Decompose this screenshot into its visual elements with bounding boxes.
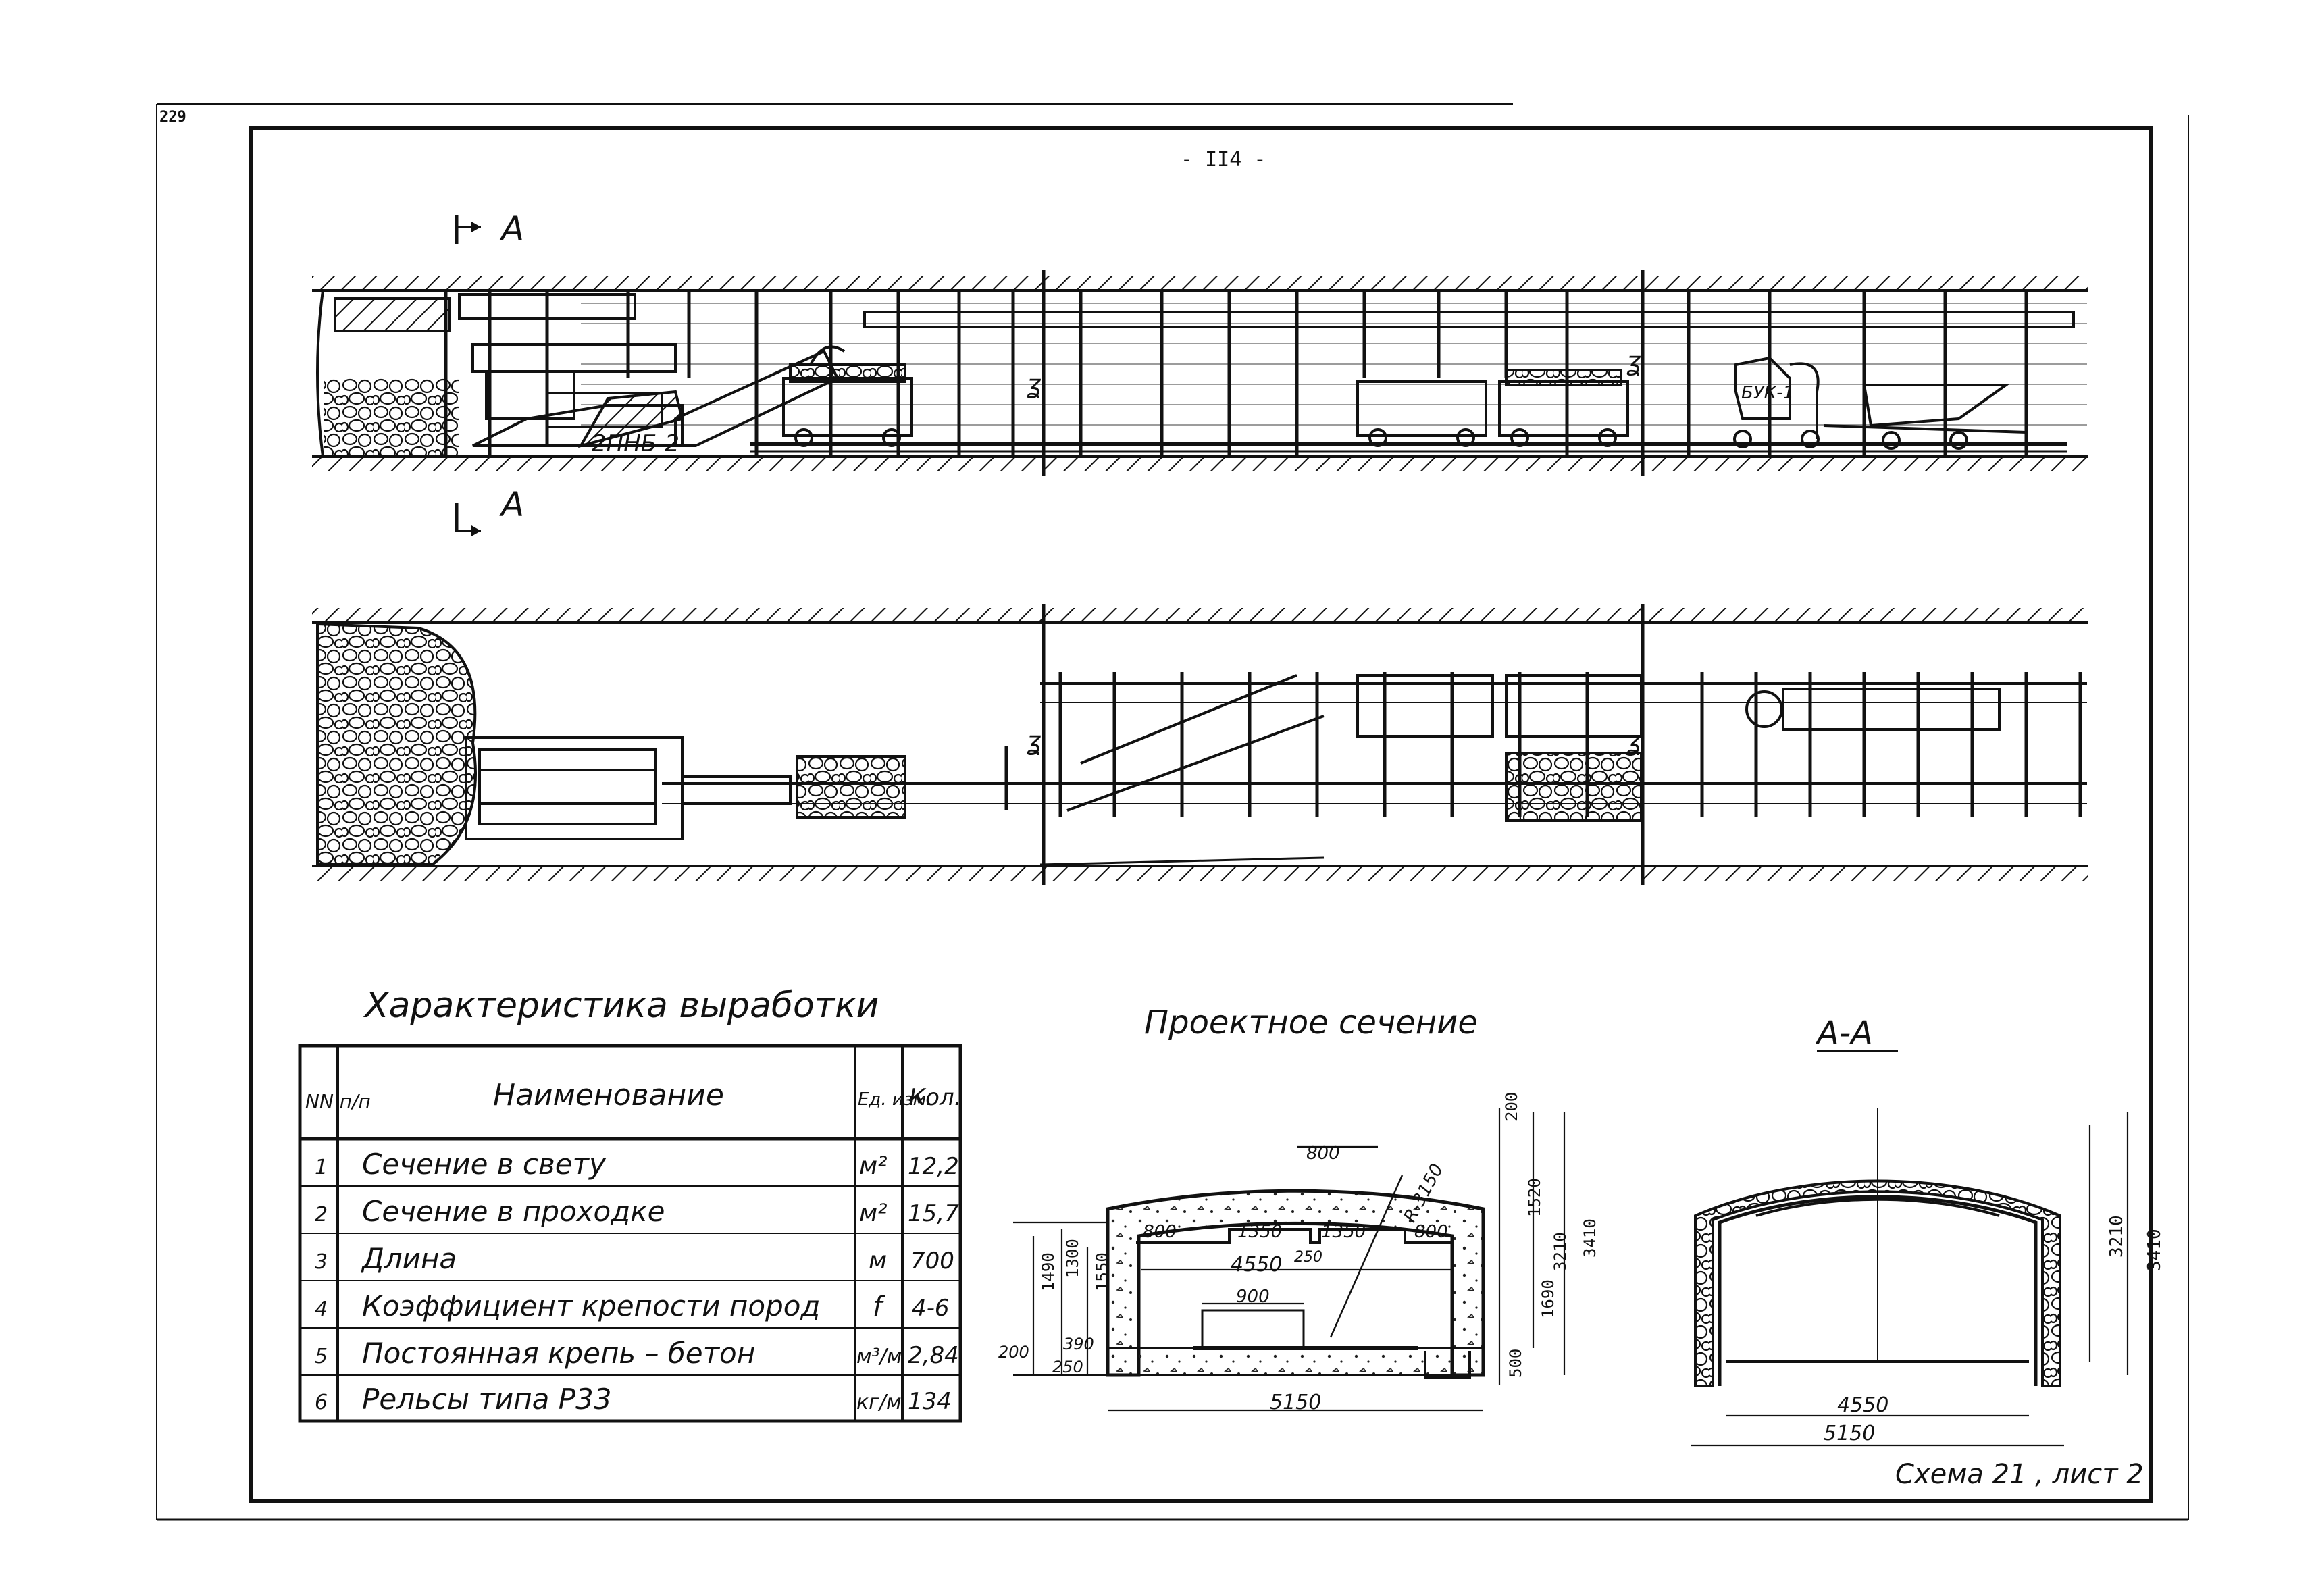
svg-text:f: f — [873, 1291, 886, 1322]
svg-text:1520: 1520 — [1525, 1178, 1544, 1217]
svg-text:1: 1 — [315, 1156, 328, 1179]
header-name: Наименование — [493, 1078, 724, 1112]
svg-text:3410: 3410 — [2144, 1229, 2165, 1271]
table-title: Характеристика выработки — [363, 985, 879, 1026]
svg-text:ʓ: ʓ — [1626, 346, 1641, 376]
sheet-number: - II4 - — [1181, 148, 1266, 172]
svg-text:ʓ: ʓ — [1027, 369, 1042, 399]
svg-text:м: м — [869, 1247, 887, 1275]
svg-text:250: 250 — [1052, 1358, 1083, 1376]
svg-text:3210: 3210 — [1551, 1232, 1570, 1271]
header-num: NN п/п — [305, 1090, 371, 1112]
svg-text:4550: 4550 — [1231, 1253, 1282, 1277]
svg-text:500: 500 — [1506, 1349, 1525, 1378]
section-marker-bottom: A — [455, 485, 524, 536]
header-qty: Кол. — [909, 1084, 961, 1111]
loader-plan — [465, 736, 906, 840]
svg-text:БУК-1: БУК-1 — [1741, 383, 1794, 403]
page-number: 229 — [156, 103, 2189, 1521]
mine-car — [782, 363, 1629, 447]
svg-text:250: 250 — [1294, 1249, 1322, 1266]
table-row: 5 Постоянная крепь – бетон м³/м 2,84 — [315, 1337, 959, 1370]
svg-text:м²: м² — [859, 1152, 888, 1180]
svg-text:м²: м² — [859, 1200, 888, 1227]
svg-text:800: 800 — [1414, 1222, 1448, 1242]
plan-view: ʓ ʓ — [312, 604, 2088, 885]
svg-text:800: 800 — [1143, 1222, 1177, 1242]
svg-text:12,2: 12,2 — [908, 1153, 959, 1180]
scheme-caption: Схема 21 , лист 2 — [1895, 1459, 2144, 1490]
design-section-title: Проектное сечение — [1144, 1004, 1478, 1041]
svg-text:кг/м: кг/м — [856, 1391, 902, 1414]
svg-text:м³/м: м³/м — [856, 1345, 902, 1368]
svg-text:134: 134 — [908, 1388, 952, 1415]
loader-machine: 2ПНБ-2 — [334, 293, 846, 457]
svg-text:200: 200 — [1502, 1092, 1521, 1121]
svg-text:15,7: 15,7 — [908, 1200, 959, 1227]
svg-text:200: 200 — [998, 1343, 1029, 1362]
table-row: 6 Рельсы типа Р33 кг/м 134 — [315, 1383, 952, 1416]
svg-text:3: 3 — [315, 1250, 328, 1274]
table-row: 3 Длина м 700 — [315, 1242, 954, 1275]
svg-text:1490: 1490 — [1039, 1252, 1058, 1291]
table-row: 1 Сечение в свету м² 12,2 — [315, 1148, 959, 1181]
svg-text:5150: 5150 — [1270, 1391, 1321, 1414]
svg-text:4-6: 4-6 — [912, 1295, 950, 1322]
svg-text:5150: 5150 — [1824, 1422, 1875, 1445]
svg-text:1690: 1690 — [1539, 1279, 1558, 1318]
longitudinal-section: A — [312, 209, 2088, 536]
svg-text:A: A — [499, 209, 524, 249]
svg-text:700: 700 — [910, 1247, 954, 1275]
svg-text:Постоянная крепь – бетон: Постоянная крепь – бетон — [362, 1337, 755, 1370]
section-marker-top: A — [455, 209, 524, 249]
svg-text:ʓ: ʓ — [1027, 726, 1042, 756]
svg-text:2: 2 — [315, 1203, 328, 1227]
svg-text:4: 4 — [315, 1297, 328, 1321]
svg-text:6: 6 — [315, 1391, 328, 1414]
svg-text:1350: 1350 — [1237, 1222, 1282, 1242]
header-unit: Ед. изм. — [858, 1089, 932, 1110]
svg-text:Рельсы типа Р33: Рельсы типа Р33 — [362, 1383, 611, 1416]
section-a-a: А-А 3210 3410 4550 5150 — [1691, 1014, 2165, 1447]
svg-text:800: 800 — [1306, 1143, 1340, 1164]
svg-text:229: 229 — [159, 109, 186, 126]
svg-text:1300: 1300 — [1063, 1239, 1082, 1278]
svg-text:1550: 1550 — [1093, 1252, 1112, 1291]
svg-text:Коэффициент крепости пород: Коэффициент крепости пород — [362, 1289, 820, 1322]
table-row: 2 Сечение в проходке м² 15,7 — [315, 1195, 959, 1228]
svg-text:ʓ: ʓ — [1626, 726, 1641, 756]
svg-text:Сечение в проходке: Сечение в проходке — [362, 1195, 665, 1228]
svg-text:2ПНБ-2: 2ПНБ-2 — [592, 430, 679, 457]
svg-text:900: 900 — [1236, 1287, 1270, 1307]
section-aa-title: А-А — [1815, 1014, 1873, 1052]
sheet-frame — [249, 126, 2153, 1503]
svg-text:5: 5 — [315, 1345, 328, 1368]
svg-text:4550: 4550 — [1837, 1393, 1888, 1417]
svg-text:Длина: Длина — [361, 1242, 457, 1275]
svg-text:Сечение в свету: Сечение в свету — [362, 1148, 607, 1181]
svg-text:2,84: 2,84 — [908, 1342, 959, 1369]
svg-text:1350: 1350 — [1321, 1222, 1366, 1242]
svg-text:3210: 3210 — [2107, 1215, 2127, 1258]
svg-text:390: 390 — [1063, 1335, 1094, 1354]
characteristics-table: Характеристика выработки NN п/п Наименов… — [298, 985, 962, 1423]
concrete-machine: БУК-1 — [1733, 356, 2027, 450]
svg-text:A: A — [499, 485, 524, 524]
design-cross-section: Проектное сечение 200 1520 3410 — [998, 1004, 1599, 1414]
svg-text:3410: 3410 — [1580, 1218, 1599, 1258]
